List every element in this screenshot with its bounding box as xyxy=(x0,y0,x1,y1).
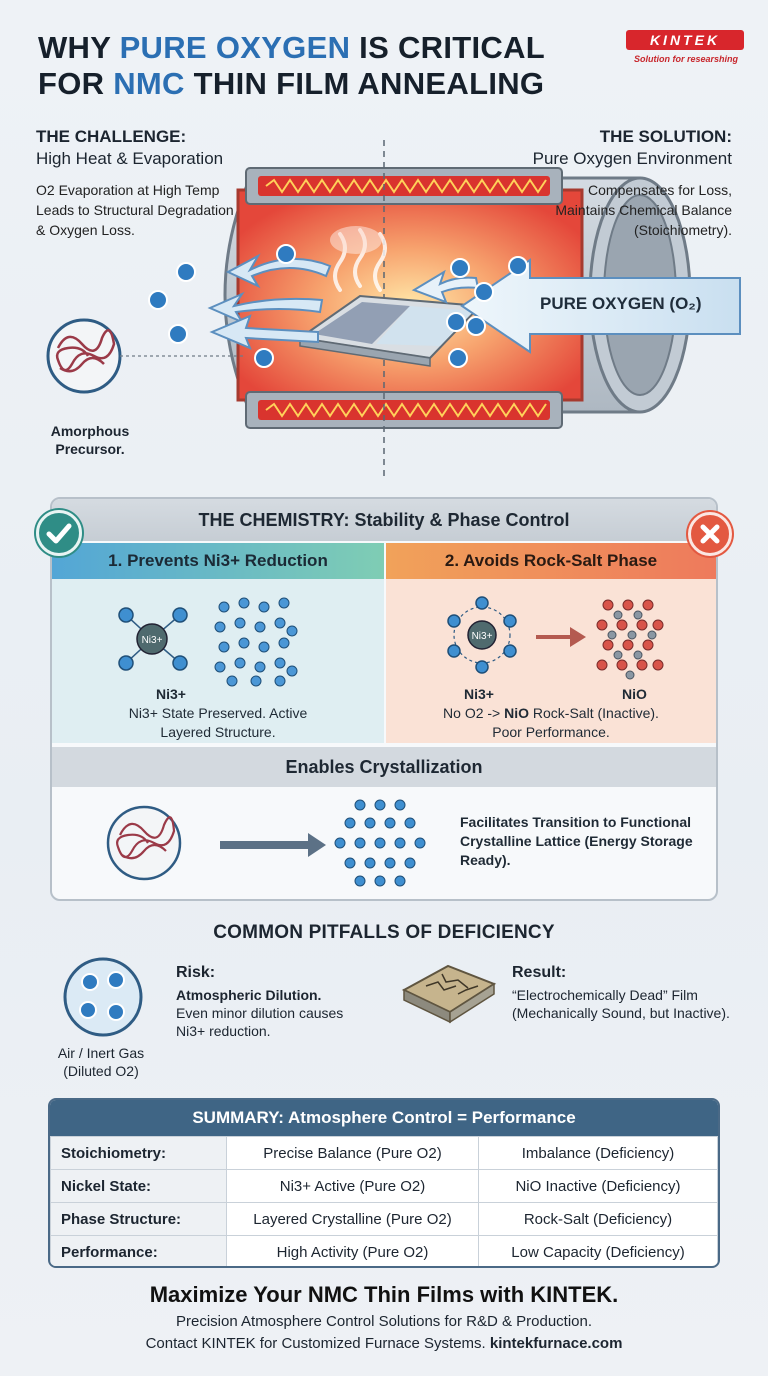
deficiency-cell: Imbalance (Deficiency) xyxy=(478,1136,718,1170)
furnace-diagram xyxy=(46,140,741,480)
footer-line-1: Precision Atmosphere Control Solutions f… xyxy=(175,1313,593,1330)
kintek-logo: KINTEK xyxy=(626,30,744,50)
footer-line-2: Contact KINTEK for Customized Furnace Sy… xyxy=(145,1335,623,1352)
heater-bottom xyxy=(245,391,563,429)
table-row: Phase Structure: Layered Crystalline (Pu… xyxy=(50,1202,718,1236)
website-link[interactable]: kintekfurnace.com xyxy=(489,1335,623,1352)
row-label: Performance: xyxy=(50,1235,227,1266)
rock-salt-transition-icon: Ni3+ xyxy=(447,596,664,680)
pitfalls-heading: COMMON PITFALLS OF DEFICIENCY xyxy=(213,922,555,943)
prevents-reduction-heading: 1. Prevents Ni3+ Reduction xyxy=(52,543,384,579)
deficiency-cell: Rock-Salt (Deficiency) xyxy=(478,1202,718,1236)
pure-oxygen-label: PURE OXYGEN (O₂) xyxy=(540,294,702,313)
oxygen-inflow-arrows xyxy=(411,258,741,354)
crystallization-diagram xyxy=(106,799,426,887)
summary-table: SUMMARY: Atmosphere Control = Performanc… xyxy=(48,1098,720,1268)
challenge-heading: THE CHALLENGE: High Heat & Evaporation xyxy=(36,127,224,168)
deficiency-cell: Low Capacity (Deficiency) xyxy=(478,1235,718,1266)
heater-top xyxy=(245,167,563,205)
oxygen-molecules xyxy=(148,244,528,368)
rock-salt-text: Ni3+ NiO No O2 -> NiO Rock-Salt (Inactiv… xyxy=(443,686,659,740)
logo-tagline: Solution for researshing xyxy=(633,54,738,64)
row-label: Stoichiometry: xyxy=(50,1136,227,1170)
avoids-rock-salt-card: 2. Avoids Rock-Salt Phase Ni3+ xyxy=(386,543,716,743)
page-title: WHY PURE OXYGEN IS CRITICAL FOR NMC THIN… xyxy=(38,30,546,101)
crystal-lattice-icon xyxy=(334,799,426,887)
ni3-structure-icon: Ni3+ xyxy=(118,597,298,687)
challenge-text: O2 Evaporation at High Temp Leads to Str… xyxy=(36,182,234,238)
pure-o2-cell: Layered Crystalline (Pure O2) xyxy=(226,1202,479,1236)
call-to-action: Maximize Your NMC Thin Films with KINTEK… xyxy=(149,1282,619,1307)
amorphous-icon xyxy=(106,805,182,881)
amorphous-precursor-icon xyxy=(46,318,244,394)
avoids-rock-salt-heading: 2. Avoids Rock-Salt Phase xyxy=(386,543,716,579)
summary-heading: SUMMARY: Atmosphere Control = Performanc… xyxy=(50,1100,718,1136)
solution-heading: THE SOLUTION: Pure Oxygen Environment xyxy=(532,127,732,168)
air-inert-gas-label: Air / Inert Gas (Diluted O2) xyxy=(57,1045,145,1079)
evaporation-arrows xyxy=(207,253,332,350)
risk-text: Atmospheric Dilution. Even minor dilutio… xyxy=(176,987,344,1039)
table-row: Performance: High Activity (Pure O2) Low… xyxy=(50,1235,718,1266)
arrow-right-icon xyxy=(536,627,586,647)
table-row: Stoichiometry: Precise Balance (Pure O2)… xyxy=(50,1136,718,1170)
steam-icon xyxy=(330,226,387,292)
checkmark-icon xyxy=(36,510,82,556)
pure-o2-cell: High Activity (Pure O2) xyxy=(226,1235,479,1266)
ni3-atom-label: Ni3+ xyxy=(142,635,163,646)
cracked-film-icon xyxy=(401,964,497,1024)
result-text: “Electrochemically Dead” Film (Mechanica… xyxy=(512,987,730,1021)
deficiency-cell: NiO Inactive (Deficiency) xyxy=(478,1169,718,1203)
result-heading: Result: xyxy=(512,964,567,981)
chemistry-panel: THE CHEMISTRY: Stability & Phase Control… xyxy=(50,497,718,901)
crystallization-text: Facilitates Transition to Functional Cry… xyxy=(460,814,693,868)
ni3-atom-label-right: Ni3+ xyxy=(472,631,493,642)
precursor-label: Amorphous Precursor. xyxy=(50,423,130,457)
summary-grid: Stoichiometry: Precise Balance (Pure O2)… xyxy=(50,1136,718,1266)
prevents-reduction-card: 1. Prevents Ni3+ Reduction Ni3+ Ni3+ Ni3… xyxy=(52,543,384,743)
close-icon xyxy=(688,512,732,556)
risk-heading: Risk: xyxy=(176,964,216,981)
chemistry-heading: THE CHEMISTRY: Stability & Phase Control xyxy=(52,499,716,541)
crystallization-heading: Enables Crystallization xyxy=(52,747,716,787)
row-label: Nickel State: xyxy=(50,1169,227,1203)
solution-text: Compensates for Loss, Maintains Chemical… xyxy=(555,182,732,238)
diluted-gas-icon xyxy=(63,957,143,1037)
pure-o2-cell: Ni3+ Active (Pure O2) xyxy=(226,1169,479,1203)
table-row: Nickel State: Ni3+ Active (Pure O2) NiO … xyxy=(50,1169,718,1203)
row-label: Phase Structure: xyxy=(50,1202,227,1236)
ni3-preserved-text: Ni3+ Ni3+ State Preserved. Active Layere… xyxy=(128,686,308,740)
pure-o2-cell: Precise Balance (Pure O2) xyxy=(226,1136,479,1170)
arrow-right-icon xyxy=(220,833,326,857)
